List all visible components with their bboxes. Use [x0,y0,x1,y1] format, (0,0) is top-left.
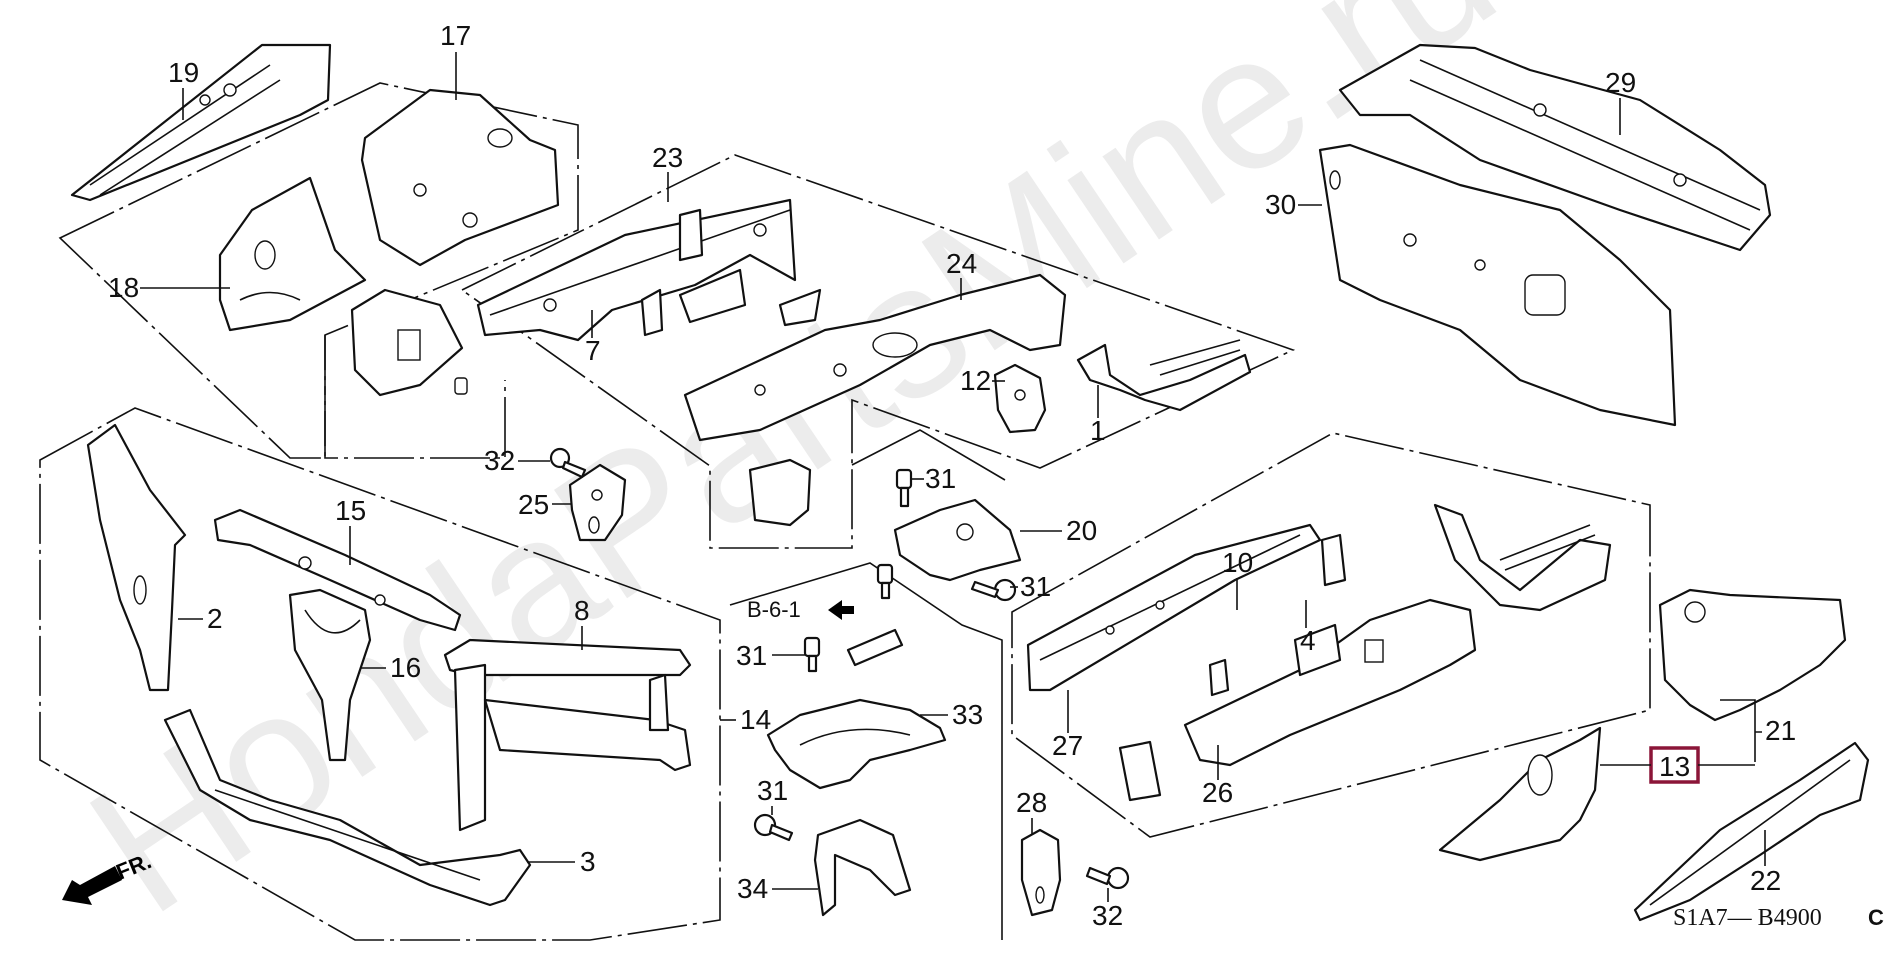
callout-17[interactable]: 17 [440,20,471,51]
figure-code-text: S1A7— B4900 [1673,905,1822,931]
callout-27[interactable]: 27 [1052,730,1083,761]
callout-31a[interactable]: 31 [925,463,956,494]
part-28[interactable] [1020,828,1062,917]
part-23[interactable] [476,198,797,342]
part-32-bolt-b[interactable] [1085,866,1130,890]
callout-34[interactable]: 34 [737,873,768,904]
group-outline-17-inner [324,335,506,459]
part-12[interactable] [993,363,1047,434]
part-26-brackets [1118,533,1347,802]
part-24[interactable] [683,273,1067,442]
callout-22[interactable]: 22 [1750,865,1781,896]
part-29[interactable] [1338,43,1772,252]
part-27[interactable] [1026,523,1322,692]
part-engine-mount-bracket [350,288,468,397]
callout-25[interactable]: 25 [518,489,549,520]
part-20[interactable] [893,498,1022,582]
callout-13[interactable]: 13 [1659,751,1690,782]
group-outline-17 [58,82,579,459]
callout-23[interactable]: 23 [652,142,683,173]
part-4[interactable] [1433,503,1612,612]
callout-1[interactable]: 1 [1090,415,1106,446]
part-16[interactable] [288,588,372,762]
group-outline-23 [460,154,1296,549]
callout-14[interactable]: 14 [740,704,771,735]
callout-20[interactable]: 20 [1066,515,1097,546]
callout-15[interactable]: 15 [335,495,366,526]
callout-31c[interactable]: 31 [736,640,767,671]
callout-31d[interactable]: 31 [757,775,788,806]
callout-13-highlight [1649,746,1700,784]
part-23-brackets [640,208,822,337]
callout-10[interactable]: 10 [1222,547,1253,578]
part-23-lower-bracket [748,458,812,527]
group-divider-b61 [729,562,1003,940]
part-31-bolt-e[interactable] [753,813,794,842]
figure-code: S1A7— B4900 C [1673,905,1884,931]
callout-30[interactable]: 30 [1265,189,1296,220]
callout-8[interactable]: 8 [574,595,590,626]
part-15[interactable] [213,508,462,632]
part-30[interactable] [1318,143,1677,427]
callout-12[interactable]: 12 [960,365,991,396]
group-divider-20 [851,429,1006,481]
part-8[interactable] [443,638,692,832]
figure-code-suffix: C [1868,905,1884,930]
part-25[interactable] [568,463,627,542]
callout-18[interactable]: 18 [108,272,139,303]
part-21[interactable] [1658,588,1847,722]
callout-2[interactable]: 2 [207,603,223,634]
reference-label[interactable]: B-6-1 [747,597,801,622]
callout-3[interactable]: 3 [580,846,596,877]
callout-26[interactable]: 26 [1202,777,1233,808]
front-arrow-icon [62,866,122,905]
callout-24[interactable]: 24 [946,248,977,279]
part-10[interactable] [1183,598,1477,767]
part-3[interactable] [163,708,532,907]
callout-29[interactable]: 29 [1605,67,1636,98]
callout-7[interactable]: 7 [585,335,601,366]
part-32-bolt-a[interactable] [549,447,587,479]
callout-16[interactable]: 16 [390,652,421,683]
part-17[interactable] [360,88,560,267]
part-1[interactable] [1076,339,1252,412]
part-31-bolt-d[interactable] [803,636,821,673]
callout-31b[interactable]: 31 [1020,571,1051,602]
part-2[interactable] [86,423,187,692]
reference-arrow-icon [828,600,854,620]
part-13[interactable] [1438,726,1602,862]
callouts: 19 17 18 23 7 24 12 1 29 30 32 25 31 20 … [108,20,1796,931]
callout-19[interactable]: 19 [168,57,199,88]
callout-33[interactable]: 33 [952,699,983,730]
callout-4[interactable]: 4 [1300,625,1316,656]
part-34[interactable] [813,818,912,917]
leader-21 [1720,699,1762,762]
callout-32a[interactable]: 32 [484,445,515,476]
callout-28[interactable]: 28 [1016,787,1047,818]
callout-21[interactable]: 21 [1765,715,1796,746]
part-b61-plate [846,628,904,667]
part-31-bolt-c[interactable] [876,563,894,600]
part-18[interactable] [218,176,367,332]
part-31-bolt-b[interactable] [970,578,1017,602]
part-33[interactable] [766,698,947,790]
part-31-bolt-a[interactable] [895,468,913,508]
group-outline-14 [39,407,721,941]
callout-32b[interactable]: 32 [1092,900,1123,931]
part-22[interactable] [1633,741,1870,922]
part-19[interactable] [70,43,332,202]
reference-link-b-6-1[interactable]: B-6-1 [747,597,854,622]
